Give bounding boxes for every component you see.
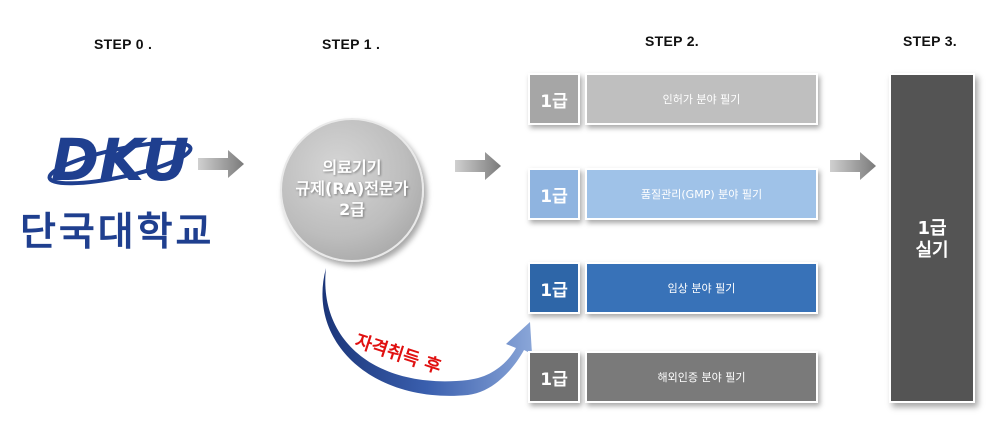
- step1-circle: 의료기기 규제(RA)전문가 2급: [280, 118, 424, 262]
- circle-line3: 2급: [339, 200, 365, 219]
- university-name: 단국대학교: [20, 210, 215, 255]
- grade-badge: 1급: [528, 262, 580, 314]
- dku-mark-icon: DKU: [47, 126, 193, 194]
- exam-bar: 인허가 분야 필기: [585, 73, 818, 125]
- circle-line2: 규제(RA)전문가: [295, 179, 409, 198]
- grade-badge: 1급: [528, 168, 580, 220]
- exam-bar: 임상 분야 필기: [585, 262, 818, 314]
- arrow-step2-to-step3: [830, 152, 876, 180]
- step3-header: STEP 3.: [903, 33, 957, 49]
- step3-practical-box: 1급 실기: [889, 73, 975, 403]
- step1-header: STEP 1 .: [322, 36, 381, 52]
- step2-row: 1급 인허가 분야 필기: [528, 73, 818, 125]
- curved-arrow: [322, 268, 532, 396]
- final-line2: 실기: [915, 240, 949, 261]
- exam-bar: 해외인증 분야 필기: [585, 351, 818, 403]
- final-line1: 1급: [917, 218, 947, 239]
- step2-row: 1급 임상 분야 필기: [528, 262, 818, 314]
- grade-badge: 1급: [528, 351, 580, 403]
- step2-row: 1급 해외인증 분야 필기: [528, 351, 818, 403]
- arrow-step0-to-step1: [198, 150, 244, 178]
- dku-mark-text: DKU: [51, 126, 189, 194]
- arrow-step1-to-step2: [455, 152, 501, 180]
- university-logo: DKU 단국대학교: [20, 125, 220, 255]
- step0-header: STEP 0 .: [94, 36, 153, 52]
- step2-row: 1급 품질관리(GMP) 분야 필기: [528, 168, 818, 220]
- step2-header: STEP 2.: [645, 33, 699, 49]
- circle-line1: 의료기기: [322, 158, 382, 177]
- grade-badge: 1급: [528, 73, 580, 125]
- exam-bar: 품질관리(GMP) 분야 필기: [585, 168, 818, 220]
